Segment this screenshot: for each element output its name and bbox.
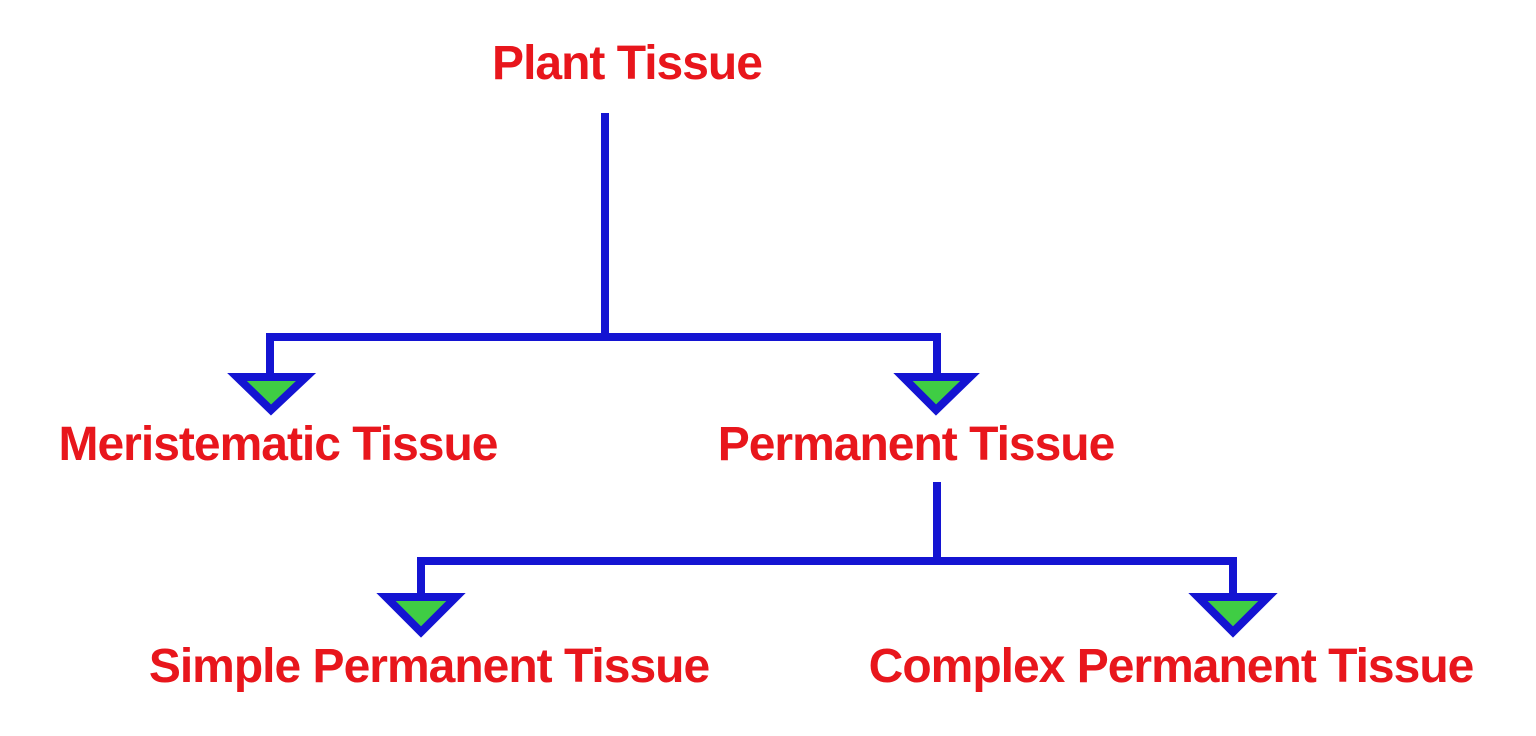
node-label-permanent-tissue: Permanent Tissue bbox=[717, 418, 1116, 471]
node-label-plant-tissue: Plant Tissue bbox=[492, 37, 763, 90]
arrow-down-icon-meristematic bbox=[227, 373, 317, 416]
connector-level1-bracket bbox=[266, 333, 941, 406]
node-label-complex-permanent-tissue: Complex Permanent Tissue bbox=[868, 640, 1475, 693]
arrow-down-icon-simple-permanent bbox=[376, 593, 466, 638]
connector-level2-bracket bbox=[417, 557, 1237, 626]
arrow-down-icon-permanent bbox=[893, 373, 980, 416]
node-label-meristematic-tissue: Meristematic Tissue bbox=[58, 418, 499, 471]
arrow-down-icon-complex-permanent bbox=[1188, 593, 1278, 638]
node-label-simple-permanent-tissue: Simple Permanent Tissue bbox=[148, 640, 710, 693]
